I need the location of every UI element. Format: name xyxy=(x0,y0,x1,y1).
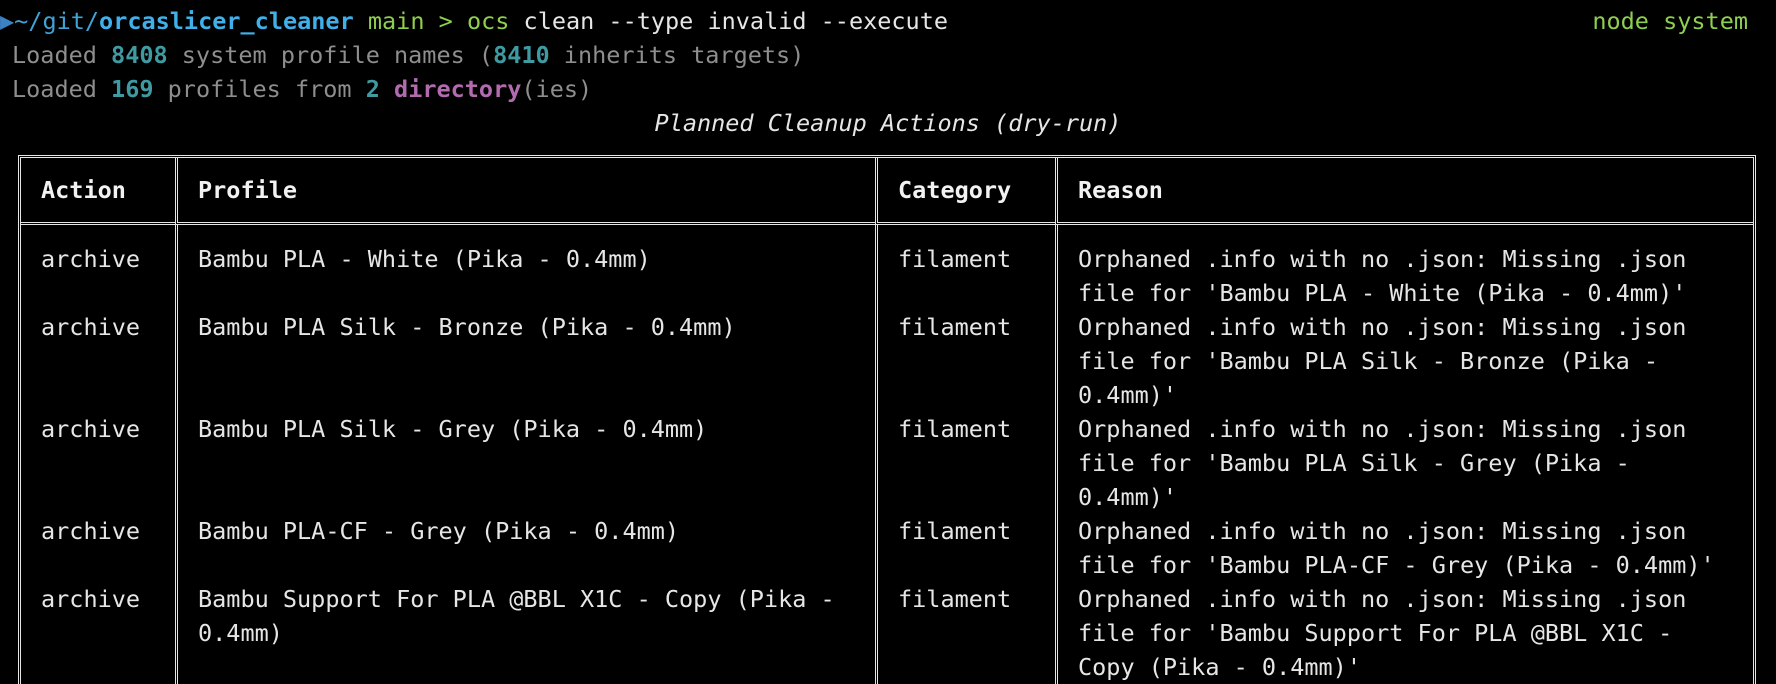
git-branch: main xyxy=(367,7,425,35)
cell-category: filament xyxy=(875,514,1055,582)
cell-action: archive xyxy=(41,415,141,443)
inherits-target-count: 8410 xyxy=(493,41,550,69)
prompt-arrow: > xyxy=(438,7,453,35)
cell-reason: Orphaned .info with no .json: Missing .j… xyxy=(1055,310,1753,412)
output-line-system-profiles: Loaded 8408 system profile names (8410 i… xyxy=(12,38,804,72)
cell-reason: Orphaned .info with no .json: Missing .j… xyxy=(1055,582,1753,684)
column-header-reason: Reason xyxy=(1055,158,1753,225)
output-paren: ( xyxy=(478,41,494,69)
cell-profile: Bambu PLA Silk - Grey (Pika - 0.4mm) xyxy=(175,412,875,514)
cell-action: archive xyxy=(41,517,141,545)
cell-profile: Bambu Support For PLA @BBL X1C - Copy (P… xyxy=(175,582,875,684)
cell-profile: Bambu PLA-CF - Grey (Pika - 0.4mm) xyxy=(175,514,875,582)
profile-count: 169 xyxy=(111,75,154,103)
system-profile-count: 8408 xyxy=(111,41,168,69)
cell-category: filament xyxy=(875,310,1055,412)
output-paren: ) xyxy=(790,41,805,69)
table-row: archive Bambu PLA Silk - Bronze (Pika - … xyxy=(21,310,1753,412)
cell-reason: Orphaned .info with no .json: Missing .j… xyxy=(1055,412,1753,514)
cell-action: archive xyxy=(41,585,141,613)
cleanup-actions-table: Action Profile Category Reason archive B… xyxy=(18,155,1756,684)
output-text: system profile names xyxy=(167,41,479,69)
cell-action: archive xyxy=(41,313,141,341)
table-row: archive Bambu PLA-CF - Grey (Pika - 0.4m… xyxy=(21,514,1753,582)
directory-word: directory xyxy=(394,75,522,103)
output-paren: ) xyxy=(578,75,593,103)
cell-category: filament xyxy=(875,412,1055,514)
output-text: Loaded xyxy=(12,75,112,103)
cell-reason: Orphaned .info with no .json: Missing .j… xyxy=(1055,514,1753,582)
output-text: ies xyxy=(535,75,578,103)
column-header-profile: Profile xyxy=(175,158,875,225)
output-text: inherits targets xyxy=(549,41,791,69)
cell-profile: Bambu PLA - White (Pika - 0.4mm) xyxy=(175,225,875,310)
table-row: archive Bambu Support For PLA @BBL X1C -… xyxy=(21,582,1753,684)
output-paren: ( xyxy=(521,75,536,103)
output-text: profiles from xyxy=(153,75,366,103)
table-row: archive Bambu PLA - White (Pika - 0.4mm)… xyxy=(21,225,1753,310)
table-header-row: Action Profile Category Reason xyxy=(21,158,1753,225)
directory-count: 2 xyxy=(365,75,380,103)
cell-reason: Orphaned .info with no .json: Missing .j… xyxy=(1055,225,1753,310)
output-space xyxy=(380,75,394,103)
shell-prompt: ▶~/git/orcaslicer_cleaner main > ocs cle… xyxy=(0,4,948,38)
column-header-action: Action xyxy=(21,158,175,225)
cell-profile: Bambu PLA Silk - Bronze (Pika - 0.4mm) xyxy=(175,310,875,412)
output-line-profiles-loaded: Loaded 169 profiles from 2 directory(ies… xyxy=(12,72,592,106)
table-row: archive Bambu PLA Silk - Grey (Pika - 0.… xyxy=(21,412,1753,514)
cell-category: filament xyxy=(875,582,1055,684)
prompt-marker-icon: ▶ xyxy=(0,7,15,35)
cell-category: filament xyxy=(875,225,1055,310)
prompt-path-prefix: ~/git/ xyxy=(14,7,100,35)
cell-action: archive xyxy=(41,245,141,273)
command-name: ocs xyxy=(466,7,510,35)
right-status: node system xyxy=(1592,7,1748,35)
table-title: Planned Cleanup Actions (dry-run) xyxy=(654,109,1122,137)
command-args: clean --type invalid --execute xyxy=(523,7,948,35)
output-text: Loaded xyxy=(12,41,112,69)
column-header-category: Category xyxy=(875,158,1055,225)
prompt-repo-name: orcaslicer_cleaner xyxy=(99,7,354,35)
